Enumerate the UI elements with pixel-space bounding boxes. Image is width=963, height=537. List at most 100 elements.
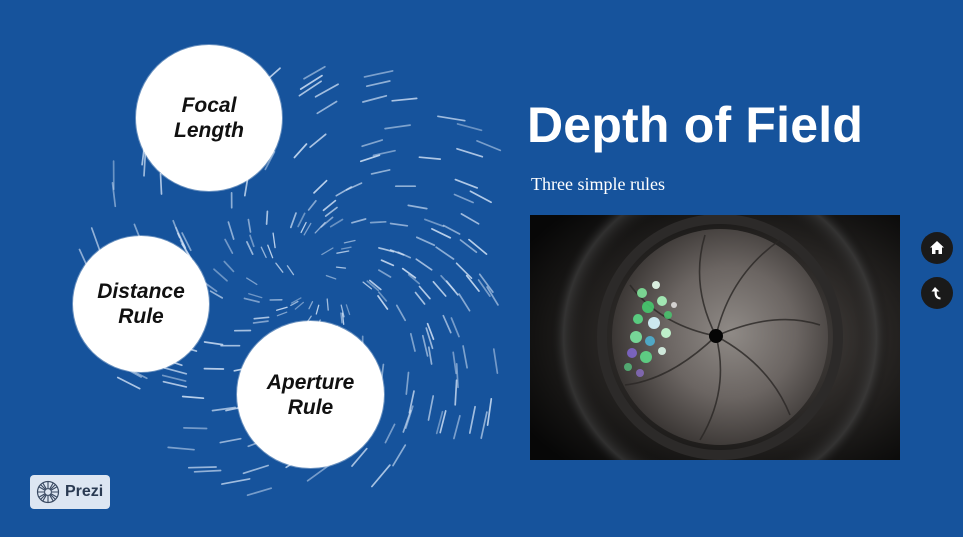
swirl-dash (314, 221, 326, 234)
back-button[interactable] (921, 277, 953, 309)
swirl-dash (407, 273, 421, 285)
swirl-dash (363, 70, 394, 78)
topic-distance-rule[interactable]: Distance Rule (73, 236, 209, 372)
swirl-dash (227, 221, 235, 240)
topic-focal-length[interactable]: Focal Length (136, 45, 282, 191)
swirl-dash (453, 414, 461, 440)
swirl-dash (454, 379, 458, 406)
swirl-dash (486, 398, 493, 426)
swirl-dash (469, 190, 492, 204)
home-button[interactable] (921, 232, 953, 264)
swirl-dash (368, 279, 382, 291)
swirl-dash (462, 345, 468, 369)
swirl-dash (336, 250, 350, 254)
swirl-dash (425, 327, 434, 350)
swirl-dash (315, 304, 320, 315)
swirl-dash (260, 246, 267, 259)
topic-focal-length-label: Focal Length (174, 94, 244, 142)
swirl-dash (372, 149, 396, 157)
swirl-dash (401, 267, 417, 279)
swirl-dash (276, 311, 288, 317)
swirl-dash (321, 247, 334, 256)
swirl-dash (299, 74, 323, 90)
swirl-dash (340, 246, 352, 250)
swirl-dash (435, 246, 455, 260)
swirl-dash (407, 204, 428, 210)
swirl-dash (361, 139, 384, 148)
swirl-dash (409, 332, 416, 352)
swirl-dash (335, 266, 347, 269)
swirl-dash (249, 234, 255, 248)
swirl-dash (213, 268, 228, 282)
swirl-dash (431, 228, 452, 239)
swirl-dash (476, 140, 502, 152)
swirl-dash (307, 199, 317, 211)
swirl-dash (445, 280, 459, 296)
swirl-dash (252, 320, 269, 324)
swirl-dash (378, 269, 392, 278)
swirl-dash (405, 371, 410, 395)
swirl-dash (362, 281, 373, 290)
swirl-dash (459, 239, 478, 254)
back-arrow-icon (931, 287, 941, 300)
swirl-dash (365, 80, 391, 88)
swirl-dash (404, 405, 414, 429)
bokeh-lights (624, 281, 677, 377)
swirl-dash (329, 218, 344, 228)
swirl-dash (324, 206, 338, 217)
swirl-dash (159, 172, 163, 195)
swirl-dash (187, 466, 217, 469)
swirl-dash (242, 464, 269, 475)
swirl-dash (272, 232, 276, 249)
swirl-dash (455, 262, 473, 280)
topic-aperture-rule[interactable]: Aperture Rule (237, 321, 384, 468)
swirl-dash (366, 280, 380, 292)
swirl-dash (460, 213, 480, 225)
swirl-dash (243, 177, 249, 197)
swirl-dash (453, 193, 474, 204)
swirl-dash (408, 390, 415, 414)
swirl-dash (313, 179, 328, 194)
swirl-dash (253, 316, 270, 320)
swirl-dash (276, 306, 288, 311)
swirl-dash (389, 222, 409, 227)
aperture-photo (530, 215, 900, 460)
swirl-dash (183, 427, 208, 430)
swirl-dash (458, 293, 471, 312)
swirl-dash (161, 374, 187, 382)
swirl-dash (415, 236, 436, 247)
swirl-dash (246, 487, 273, 497)
swirl-dash (371, 464, 391, 488)
prezi-label: Prezi (65, 483, 104, 500)
swirl-dash (380, 259, 395, 267)
swirl-dash (247, 218, 252, 233)
swirl-dash (267, 244, 274, 259)
swirl-dash (116, 376, 141, 390)
swirl-dash (395, 304, 407, 322)
swirl-dash (414, 291, 426, 305)
swirl-dash (418, 156, 442, 160)
swirl-dash (351, 218, 367, 224)
swirl-dash (322, 199, 337, 212)
swirl-dash (384, 423, 396, 444)
swirl-dash (427, 395, 435, 421)
swirl-dash (143, 152, 147, 177)
swirl-dash (486, 286, 499, 306)
swirl-dash (340, 304, 345, 318)
swirl-dash (340, 312, 343, 324)
swirl-dash (294, 301, 305, 310)
swirl-dash (435, 410, 444, 435)
presentation-subtitle: Three simple rules (531, 174, 665, 194)
swirl-dash (378, 247, 395, 253)
swirl-dash (326, 298, 329, 311)
swirl-dash (370, 169, 391, 175)
swirl-dash (418, 285, 431, 300)
swirl-dash (442, 224, 461, 235)
prezi-badge[interactable]: Prezi (30, 475, 110, 509)
topic-distance-rule-label: Distance Rule (97, 280, 185, 328)
swirl-dash (224, 238, 234, 254)
swirl-dash (442, 314, 452, 334)
swirl-dash (167, 446, 195, 451)
swirl-dash (248, 293, 263, 299)
swirl-dash (181, 232, 192, 252)
